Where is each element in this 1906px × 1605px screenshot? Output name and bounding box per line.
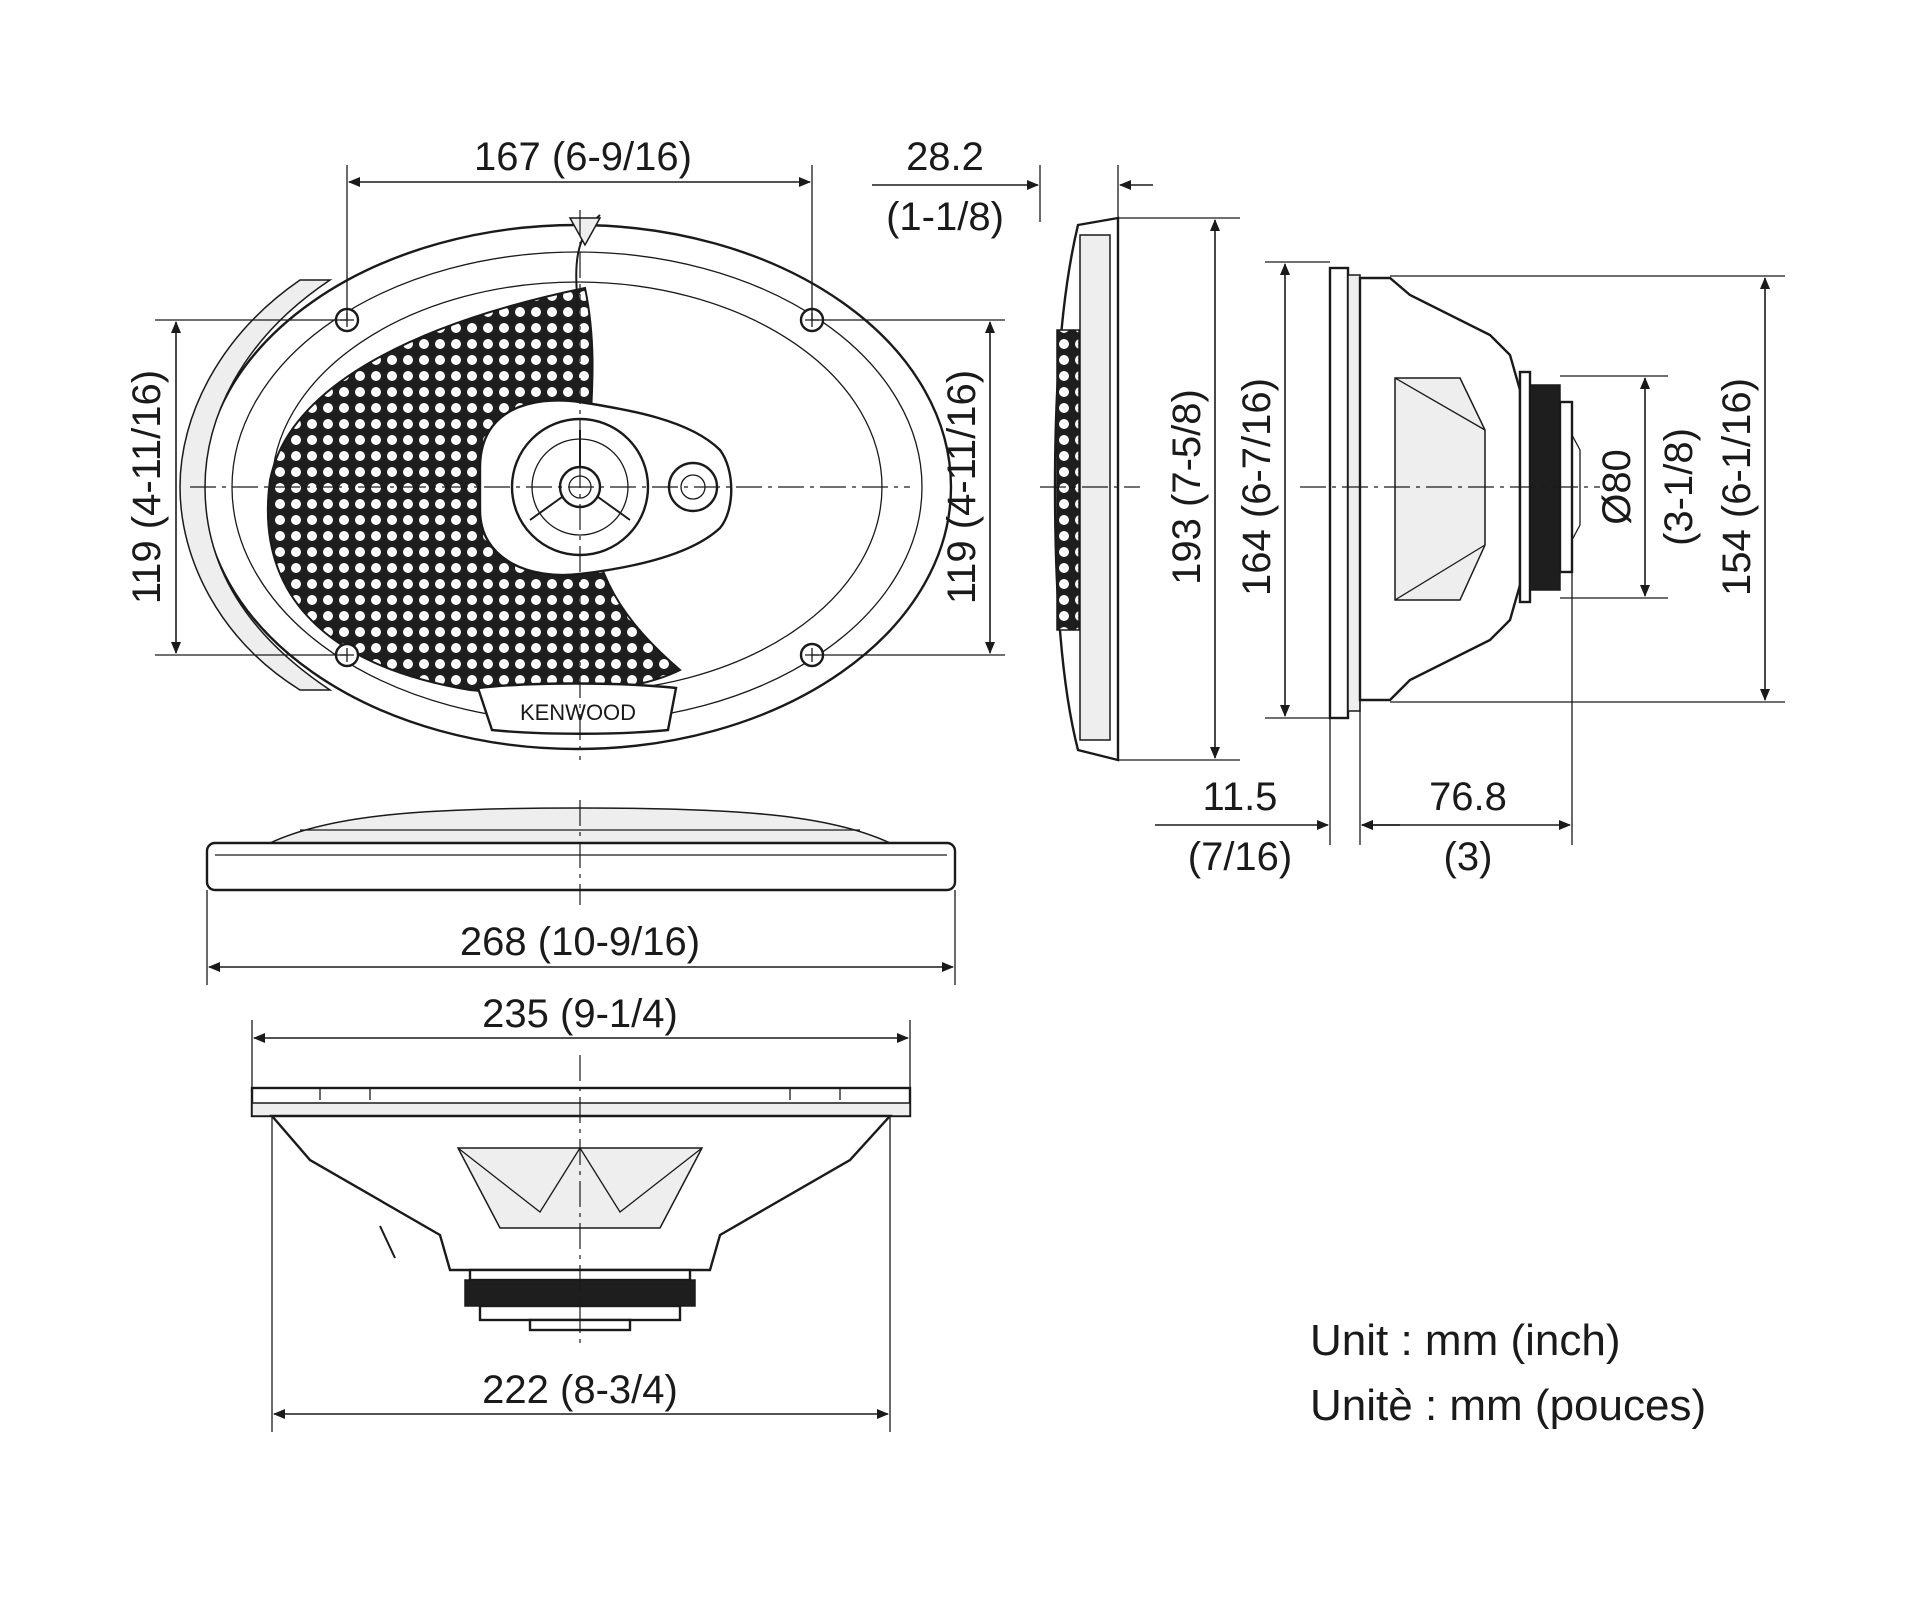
- dim-label-hole-spacing-height-right: 119 (4-11/16): [940, 370, 984, 604]
- grille-side-view: [1040, 216, 1140, 762]
- dim-label-mounting-width: 235 (9-1/4): [482, 992, 678, 1036]
- unit-note-french: Unitè : mm (pouces): [1310, 1381, 1706, 1430]
- dim-overall-height: 193 (7-5/8): [1118, 217, 1240, 761]
- dim-hole-spacing-height-right: 119 (4-11/16): [812, 319, 1005, 656]
- dim-label-hole-spacing-height-left: 119 (4-11/16): [125, 370, 169, 604]
- dim-label-overall-height: 193 (7-5/8): [1165, 389, 1209, 585]
- dim-cutout-height: 154 (6-1/16): [1390, 275, 1785, 703]
- side-basket-window: [1394, 377, 1486, 601]
- dim-label-magnet-diameter-in: (3-1/8): [1657, 428, 1701, 546]
- dim-cutout-width: 222 (8-3/4): [271, 1116, 891, 1432]
- dim-label-overall-width: 268 (10-9/16): [460, 920, 700, 964]
- dim-mounting-depth: 76.8 (3): [1361, 572, 1573, 879]
- bottom-terminal: [379, 1225, 396, 1259]
- dim-label-grille-depth-mm: 28.2: [906, 135, 984, 179]
- dim-magnet-diameter: Ø80 (3-1/8): [1560, 375, 1701, 599]
- dim-flange-thickness: 11.5 (7/16): [1155, 700, 1400, 879]
- brand-logo: KENWOOD: [520, 700, 636, 725]
- front-brand-badge: KENWOOD: [476, 682, 678, 735]
- unit-note: Unit : mm (inch) Unitè : mm (pouces): [1310, 1316, 1706, 1430]
- front-view: KENWOOD: [179, 210, 953, 760]
- dim-overall-width: 268 (10-9/16): [206, 890, 956, 985]
- dim-mounting-width: 235 (9-1/4): [251, 992, 911, 1088]
- dim-hole-spacing-width: 167 (6-9/16): [346, 135, 813, 320]
- dim-label-flange-thickness-in: (7/16): [1188, 835, 1293, 879]
- front-rib-band: [179, 279, 333, 691]
- dim-label-hole-spacing-width: 167 (6-9/16): [474, 135, 692, 179]
- dim-mounting-height: 164 (6-7/16): [1235, 261, 1330, 719]
- front-tweeter-assembly: [478, 399, 733, 577]
- unit-note-english: Unit : mm (inch): [1310, 1316, 1620, 1365]
- dim-label-cutout-height: 154 (6-1/16): [1715, 378, 1759, 596]
- speaker-side-view: [1300, 266, 1600, 720]
- dim-label-flange-thickness-mm: 11.5: [1203, 775, 1278, 819]
- dim-label-grille-depth-in: (1-1/8): [886, 195, 1004, 239]
- dim-label-mounting-depth-mm: 76.8: [1429, 775, 1507, 819]
- dim-label-cutout-width: 222 (8-3/4): [482, 1368, 678, 1412]
- dim-hole-spacing-height-left: 119 (4-11/16): [125, 319, 347, 656]
- side-flange: [1328, 266, 1350, 720]
- top-view: [205, 800, 957, 905]
- dim-label-magnet-diameter-mm: Ø80: [1595, 449, 1639, 525]
- dim-grille-depth: 28.2 (1-1/8): [872, 135, 1153, 239]
- dim-label-mounting-depth-in: (3): [1444, 835, 1493, 879]
- bottom-view: [250, 1055, 912, 1345]
- dim-label-mounting-height: 164 (6-7/16): [1235, 378, 1279, 596]
- front-tab-notch: [568, 217, 602, 247]
- top-frame-rim: [205, 841, 957, 892]
- grille-side-perforation: [1056, 329, 1080, 631]
